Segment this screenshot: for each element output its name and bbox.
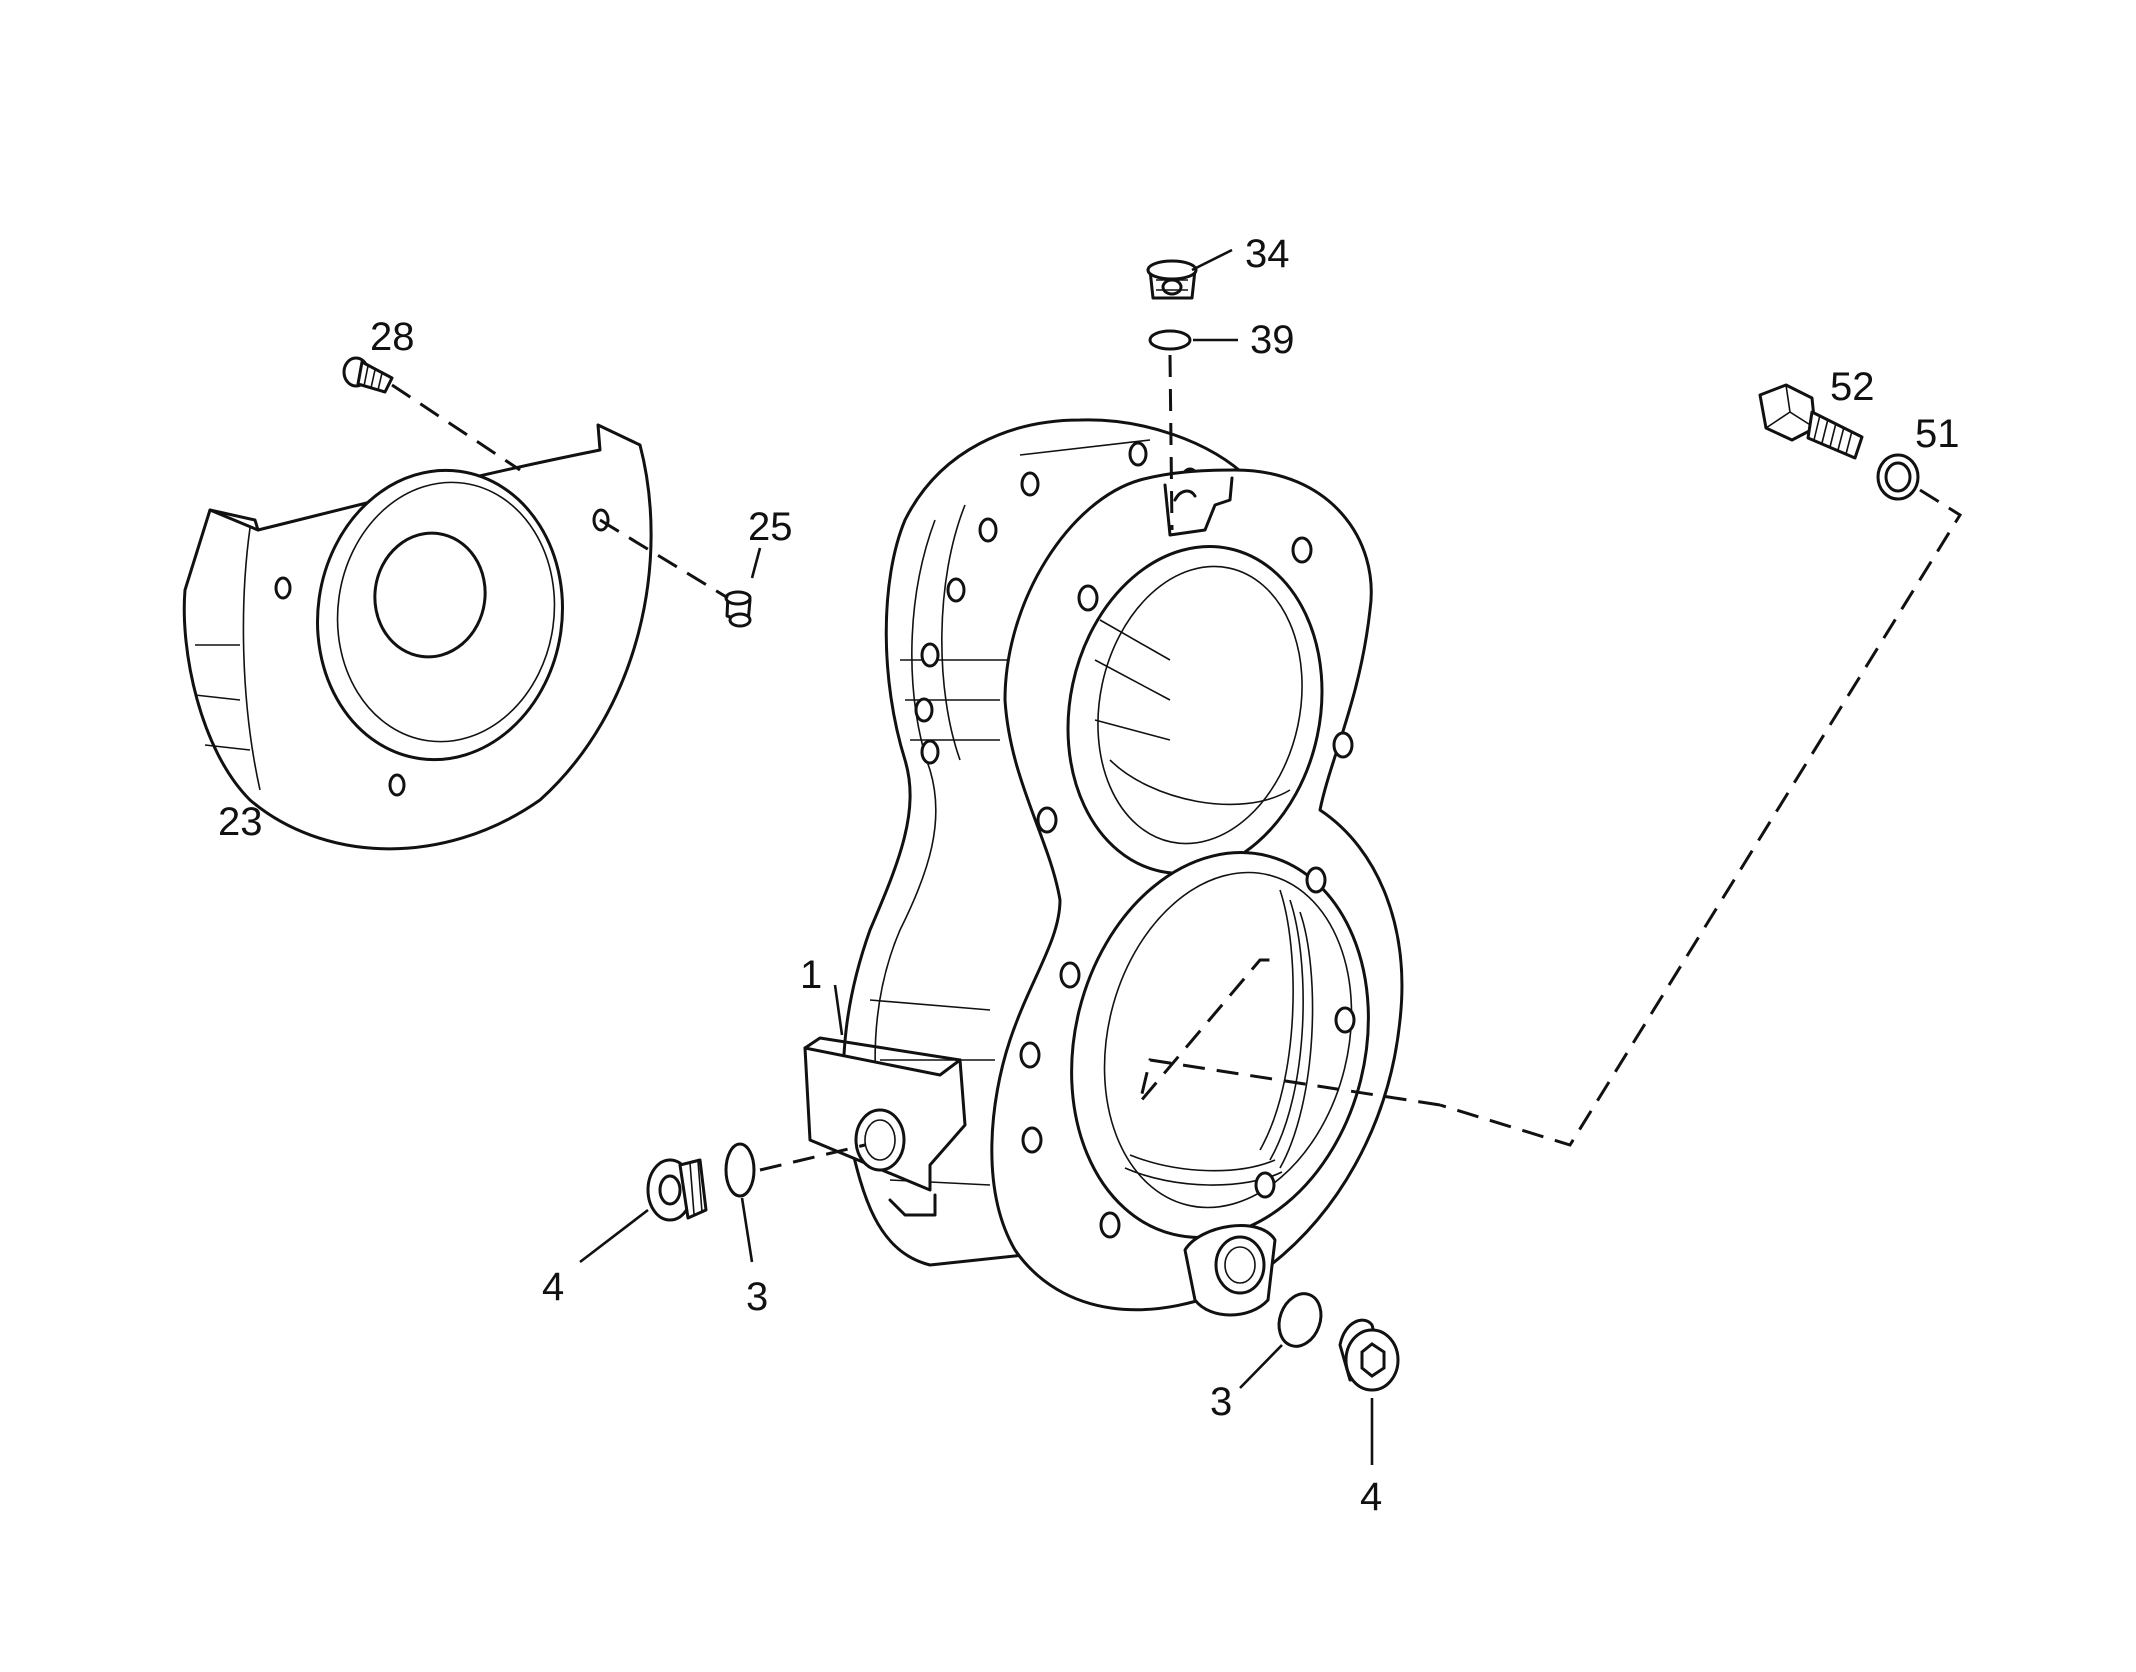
callout-25: 25 xyxy=(748,505,793,549)
callout-28: 28 xyxy=(370,315,415,359)
assembly-lines xyxy=(391,354,1963,1172)
plug-34 xyxy=(1146,259,1198,300)
left-port-boss xyxy=(803,1036,967,1217)
o-ring-39 xyxy=(1148,329,1192,351)
screw-28 xyxy=(342,356,394,394)
washer-51 xyxy=(1876,453,1920,501)
callout-4-left: 4 xyxy=(542,1265,564,1309)
callout-leaders xyxy=(579,248,1374,1465)
bottom-port-boss xyxy=(1183,1224,1277,1317)
callout-4-right: 4 xyxy=(1360,1475,1382,1519)
bolt-52 xyxy=(1758,383,1864,460)
cover-plate xyxy=(182,423,653,851)
callout-39: 39 xyxy=(1250,318,1295,362)
figure-eight-housing xyxy=(803,418,1404,1317)
callout-3-left: 3 xyxy=(746,1275,768,1319)
plug-4-right xyxy=(1338,1318,1400,1392)
callout-3-right: 3 xyxy=(1210,1380,1232,1424)
pin-25 xyxy=(724,590,752,628)
callout-1: 1 xyxy=(800,953,822,997)
callout-23: 23 xyxy=(218,800,263,844)
o-ring-3-right xyxy=(1277,1292,1323,1348)
o-ring-3-left xyxy=(724,1142,756,1198)
callout-51: 51 xyxy=(1915,412,1960,456)
callout-labels: 34 39 28 52 51 25 23 1 4 3 3 4 xyxy=(218,232,1960,1519)
callout-34: 34 xyxy=(1245,232,1290,276)
callout-52: 52 xyxy=(1830,365,1875,409)
front-flange-holes xyxy=(1019,536,1356,1239)
plug-4-left xyxy=(646,1158,708,1222)
